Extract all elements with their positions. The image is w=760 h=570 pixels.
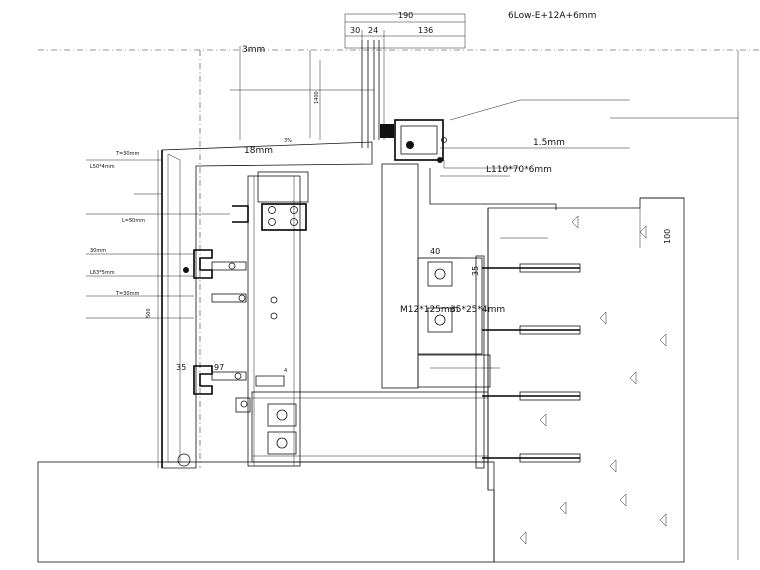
bolt-m12-label: M12*125mm <box>400 305 458 315</box>
dim-500: 500 <box>146 308 152 318</box>
ground-fill <box>37 461 495 563</box>
dim-100: 100 <box>663 229 672 244</box>
sheet-1-5mm-label: 1.5mm <box>533 138 565 148</box>
bottom-plate <box>267 261 453 455</box>
left-anchor-set <box>183 249 285 413</box>
concrete-wall <box>487 197 685 563</box>
slope-label: 3% <box>284 138 292 144</box>
angle-l50-label: L50*4mm <box>90 164 115 170</box>
anchor-bolts <box>475 255 581 469</box>
dim-40: 40 <box>430 247 440 256</box>
leader-lines <box>86 46 738 369</box>
height-marker: 1400 <box>314 91 320 104</box>
top-bracket <box>232 171 309 231</box>
gap-18mm-label: 18mm <box>244 146 273 156</box>
stone-t30-top-label: T=30mm <box>115 151 139 157</box>
dim-136: 136 <box>418 26 433 35</box>
flashing <box>429 160 557 210</box>
window-frame <box>344 13 466 163</box>
glass-spec-label: 6Low-E+12A+6mm <box>508 11 596 21</box>
dim-35: 35 <box>176 363 186 372</box>
dim-30: 30 <box>350 26 360 35</box>
l-50mm-label: L=50mm <box>122 218 145 224</box>
angle-l110-label: L110*70*6mm <box>486 165 552 175</box>
dim-190: 190 <box>398 11 413 20</box>
plate-spec-label: 35*25*4mm <box>450 305 505 315</box>
dim-97: 97 <box>214 363 224 372</box>
stone-30mm-label: 30mm <box>90 248 106 254</box>
dim-24: 24 <box>368 26 378 35</box>
sheet-3mm-label: 3mm <box>242 45 265 55</box>
stone-t30-mid-label: T=30mm <box>115 291 139 297</box>
angle-l63-label: L63*5mm <box>90 270 115 276</box>
height-4-label: 4 <box>284 368 287 374</box>
dim-35b: 35 <box>471 266 480 276</box>
dimension-lines <box>157 21 641 468</box>
stone-coping <box>161 141 373 469</box>
